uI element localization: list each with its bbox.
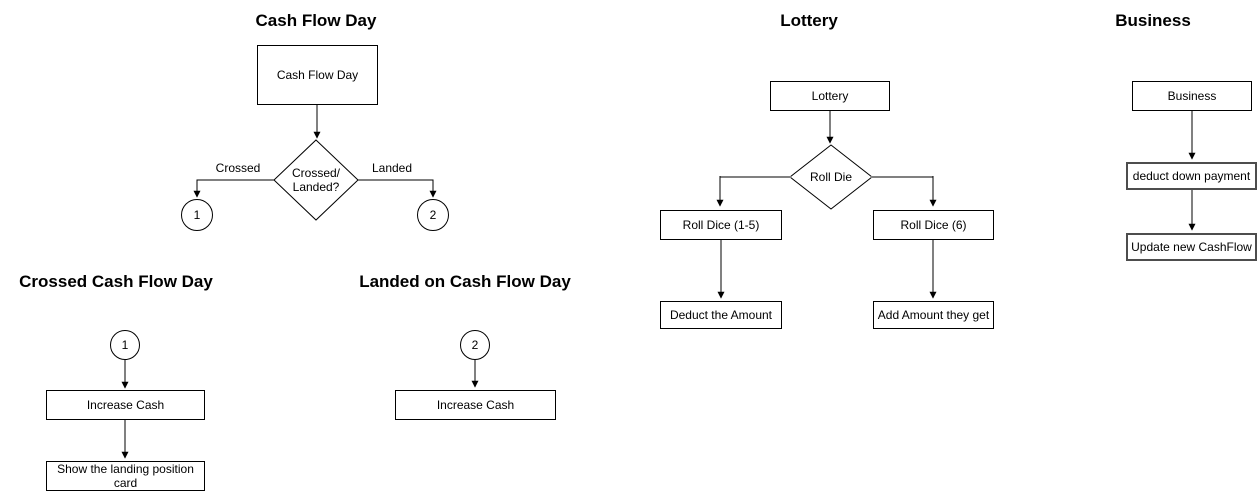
edge-label-landed: Landed <box>360 161 424 175</box>
node-increase-cash-crossed: Increase Cash <box>46 390 205 420</box>
node-lottery-start: Lottery <box>770 81 890 111</box>
edge-label-crossed: Crossed <box>206 161 270 175</box>
decision-roll-die-label: Roll Die <box>809 170 852 184</box>
node-deduct-the-amount: Deduct the Amount <box>660 301 782 329</box>
node-roll-dice-6: Roll Dice (6) <box>873 210 994 240</box>
node-roll-dice-1-5: Roll Dice (1-5) <box>660 210 782 240</box>
connector-circle-1-crossed: 1 <box>110 330 140 360</box>
chart-title-cash-flow-day: Cash Flow Day <box>255 11 377 30</box>
node-update-new-cashflow: Update new CashFlow <box>1126 233 1257 261</box>
node-add-amount-they-get: Add Amount they get <box>873 301 994 329</box>
connector-circle-2-landed: 2 <box>460 330 490 360</box>
node-increase-cash-landed: Increase Cash <box>395 390 556 420</box>
edge-decision-to-circle-1 <box>193 179 274 198</box>
edge-decision-to-circle-2 <box>358 179 437 198</box>
connector-circle-2: 2 <box>417 199 449 231</box>
chart-title-landed-on-cash-flow-day: Landed on Cash Flow Day <box>359 272 571 291</box>
decision-crossed-landed-label: Crossed/ Landed? <box>291 166 341 194</box>
node-business-start: Business <box>1132 81 1252 111</box>
node-cash-flow-day-start: Cash Flow Day <box>257 45 378 105</box>
chart-title-lottery: Lottery <box>780 11 838 30</box>
chart-title-business: Business <box>1115 11 1191 30</box>
node-deduct-down-payment: deduct down payment <box>1126 162 1257 190</box>
connector-circle-1: 1 <box>181 199 213 231</box>
chart-title-crossed-cash-flow-day: Crossed Cash Flow Day <box>19 272 213 291</box>
node-show-landing-position-card: Show the landing position card <box>46 461 205 491</box>
